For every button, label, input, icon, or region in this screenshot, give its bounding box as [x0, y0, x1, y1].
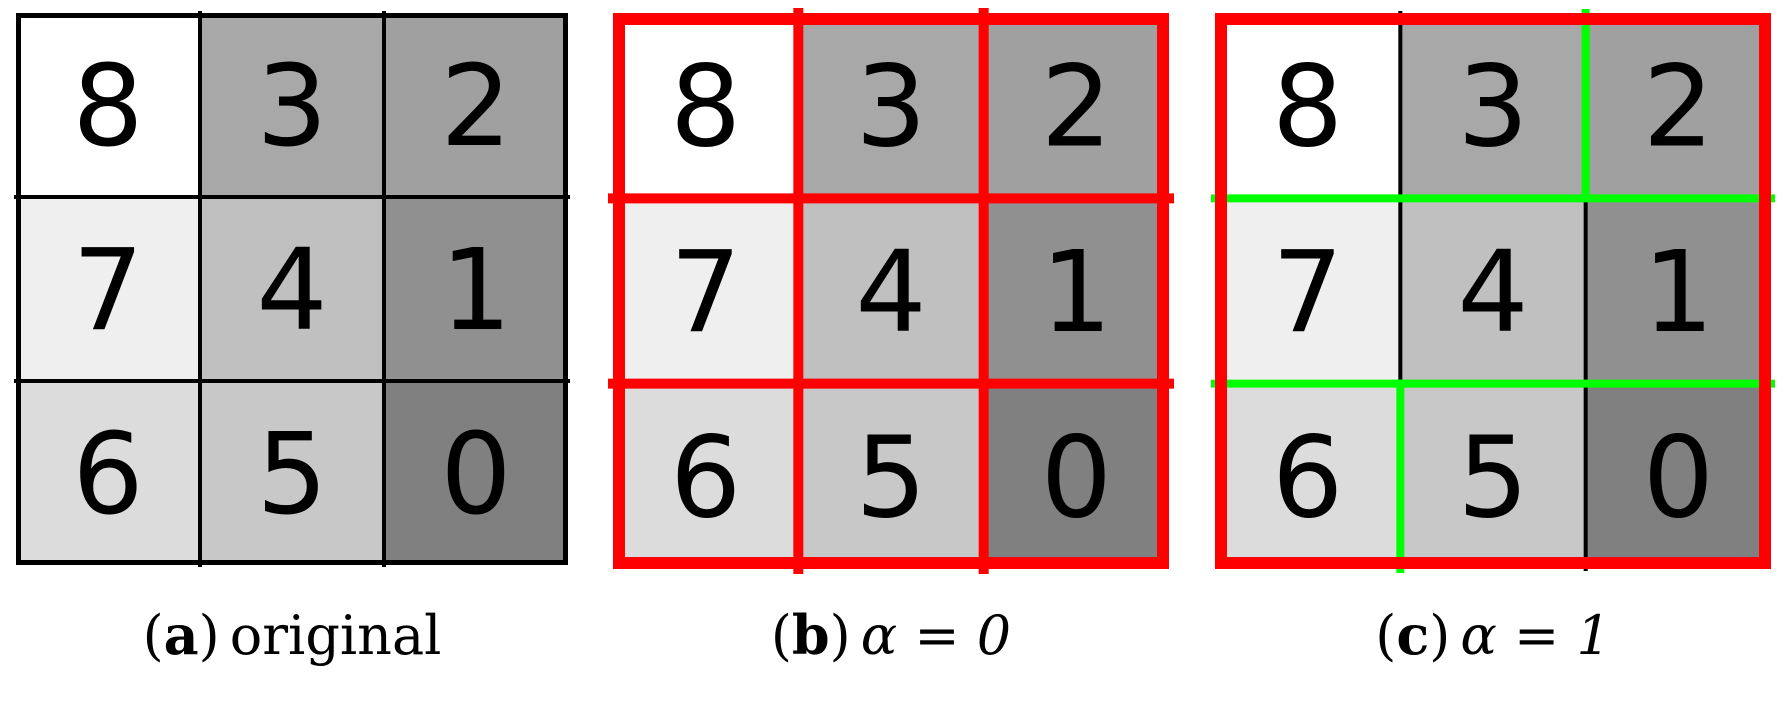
cell-6-label: 6 — [670, 413, 741, 543]
cell-8-bg — [613, 13, 799, 199]
cell-7-bg — [1215, 198, 1401, 384]
cell-2-bg — [983, 13, 1169, 199]
cell-4-bg — [200, 197, 384, 381]
cell-5-label: 5 — [1457, 413, 1528, 543]
cell-1-label: 1 — [1643, 228, 1714, 358]
cell-0-bg — [1585, 383, 1771, 569]
cell-4-label: 4 — [256, 226, 327, 356]
cell-4-bg — [1400, 198, 1586, 384]
cell-6-bg — [613, 383, 799, 569]
caption-b: (b)α = 0 — [770, 603, 1012, 667]
cell-6-label: 6 — [72, 410, 143, 540]
caption-a: (a)original — [142, 603, 442, 667]
cell-8-label: 8 — [1272, 43, 1343, 173]
cell-5-bg — [798, 383, 984, 569]
cell-5-bg — [200, 381, 384, 565]
cell-0-label: 0 — [1041, 413, 1112, 543]
cell-2-label: 2 — [1643, 43, 1714, 173]
caption-c: (c)α = 1 — [1375, 603, 1611, 667]
cell-5-label: 5 — [855, 413, 926, 543]
grid-border — [1215, 13, 1771, 569]
grid-border — [613, 13, 1169, 569]
cell-8-bg — [1215, 13, 1401, 199]
cell-0-bg — [983, 383, 1169, 569]
cell-5-bg — [1400, 383, 1586, 569]
cell-3-label: 3 — [855, 43, 926, 173]
cell-1-bg — [983, 198, 1169, 384]
cell-5-label: 5 — [256, 410, 327, 540]
cell-6-label: 6 — [1272, 413, 1343, 543]
cell-8-label: 8 — [670, 43, 741, 173]
cell-2-bg — [384, 13, 568, 197]
cell-4-bg — [798, 198, 984, 384]
cell-3-label: 3 — [1457, 43, 1528, 173]
cell-7-bg — [613, 198, 799, 384]
cell-2-bg — [1585, 13, 1771, 199]
grid-border — [16, 13, 568, 565]
caption-b-math: α = 0 — [860, 604, 1012, 667]
cell-6-bg — [16, 381, 200, 565]
cell-1-bg — [384, 197, 568, 381]
cell-2-label: 2 — [1041, 43, 1112, 173]
cell-0-label: 0 — [1643, 413, 1714, 543]
cell-7-label: 7 — [670, 228, 741, 358]
cell-3-bg — [798, 13, 984, 199]
cell-3-bg — [200, 13, 384, 197]
cell-4-label: 4 — [855, 228, 926, 358]
caption-b-letter: b — [791, 603, 830, 667]
cell-3-bg — [1400, 13, 1586, 199]
cell-0-bg — [384, 381, 568, 565]
caption-c-math: α = 1 — [1460, 604, 1611, 667]
cell-1-bg — [1585, 198, 1771, 384]
cell-8-bg — [16, 13, 200, 197]
cell-8-label: 8 — [72, 42, 143, 172]
cell-4-label: 4 — [1457, 228, 1528, 358]
cell-7-label: 7 — [72, 226, 143, 356]
cell-7-label: 7 — [1272, 228, 1343, 358]
cell-2-label: 2 — [440, 42, 511, 172]
cell-3-label: 3 — [256, 42, 327, 172]
caption-a-text: original — [229, 604, 442, 667]
cell-7-bg — [16, 197, 200, 381]
cell-1-label: 1 — [1041, 228, 1112, 358]
cell-0-label: 0 — [440, 410, 511, 540]
cell-6-bg — [1215, 383, 1401, 569]
cell-1-label: 1 — [440, 226, 511, 356]
caption-c-letter: c — [1396, 603, 1430, 667]
caption-a-letter: a — [163, 603, 199, 667]
